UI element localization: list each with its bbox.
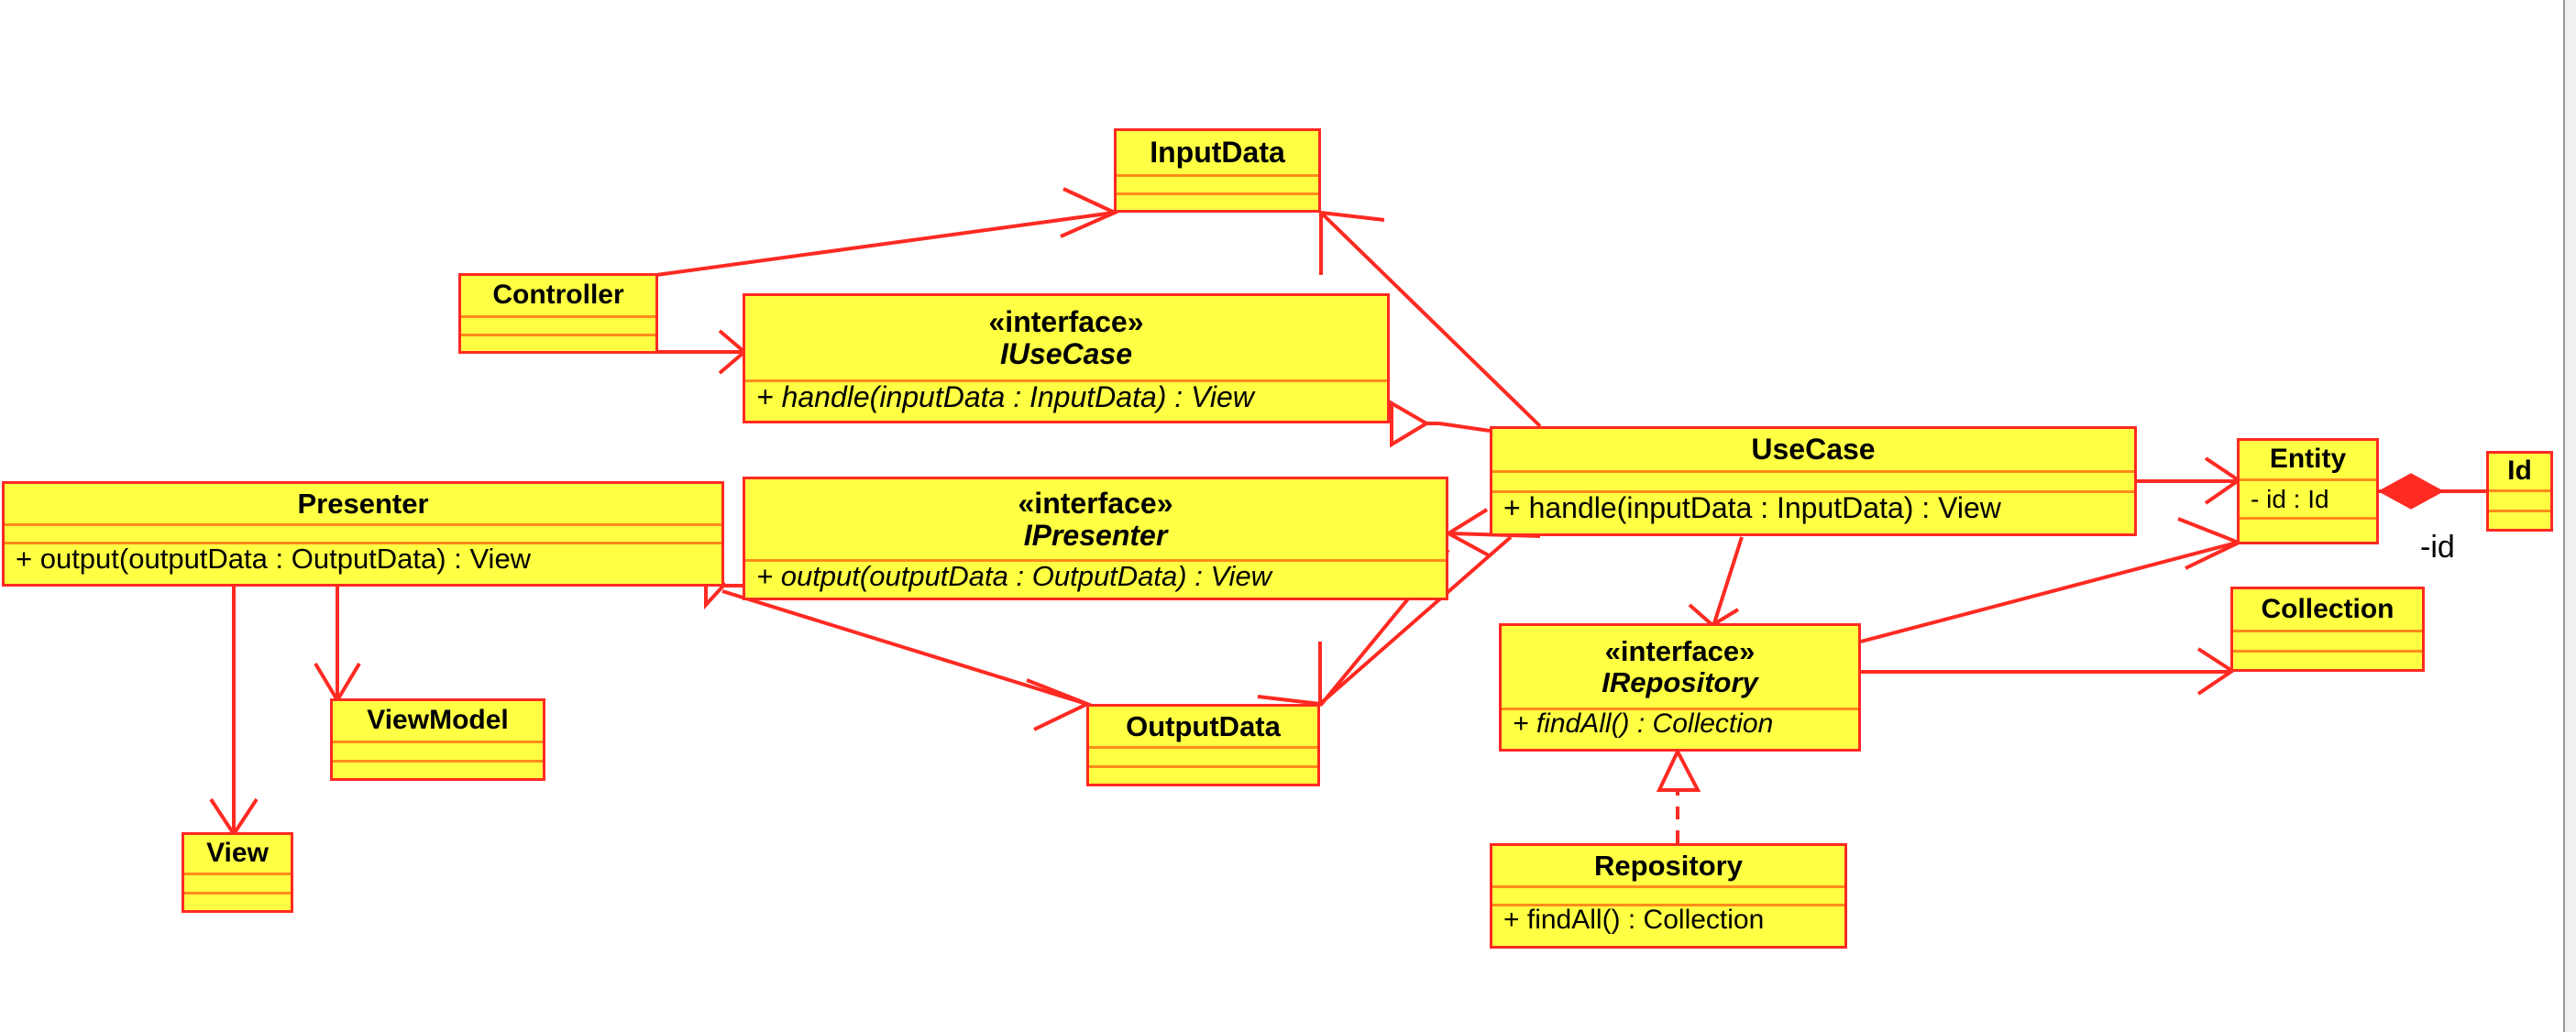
class-node-entity[interactable]: Entity - id : Id	[2237, 438, 2379, 544]
class-node-ipresenter-title: «interface»IPresenter	[745, 479, 1446, 562]
class-node-irepository-title: «interface»IRepository	[1502, 626, 1858, 710]
class-name: ViewModel	[367, 705, 509, 736]
edge-usecase-realizes-iusecase	[1390, 400, 1491, 448]
stereotype-label: «interface»	[1604, 634, 1756, 667]
edge-presenter-to-view	[209, 587, 259, 838]
class-name: View	[206, 838, 269, 869]
edge-irepository-to-entity	[1860, 517, 2243, 643]
class-name: IUseCase	[999, 336, 1133, 370]
class-node-irepository[interactable]: «interface»IRepository+ findAll() : Coll…	[1499, 623, 1861, 752]
class-name: Presenter	[297, 487, 429, 520]
class-node-presenter-title: Presenter	[5, 484, 721, 526]
class-name: IRepository	[1602, 665, 1758, 698]
edge-irepository-to-collection	[1861, 647, 2236, 696]
stereotype-label: «interface»	[988, 304, 1144, 338]
operation-row: + findAll() : Collection	[1513, 708, 1774, 739]
class-node-iusecase-title: «interface»IUseCase	[745, 296, 1387, 382]
class-name: Id	[2507, 456, 2532, 487]
class-node-collection-attributes	[2233, 632, 2422, 653]
edge-presenter-to-viewmodel	[314, 587, 361, 704]
class-node-inputdata-attributes	[1117, 177, 1318, 195]
class-node-repository-attributes	[1492, 888, 1844, 906]
class-name: Entity	[2269, 444, 2347, 475]
class-node-presenter-attributes	[5, 526, 721, 544]
class-node-iusecase-operations: + handle(inputData : InputData) : View	[745, 382, 1387, 412]
class-node-usecase-operations: + handle(inputData : InputData) : View	[1492, 493, 2134, 522]
class-node-viewmodel-title: ViewModel	[333, 701, 543, 743]
edge-label-id-role: -id	[2420, 530, 2455, 565]
right-scroll-rail[interactable]	[2563, 0, 2576, 1032]
operation-row: + handle(inputData : InputData) : View	[1503, 491, 2001, 524]
class-node-id[interactable]: Id	[2486, 451, 2553, 532]
class-node-repository-operations: + findAll() : Collection	[1492, 906, 1844, 934]
attribute-row: - id : Id	[2251, 484, 2329, 513]
class-node-repository-title: Repository	[1492, 846, 1844, 888]
operation-row: + output(outputData : OutputData) : View	[756, 560, 1272, 592]
class-node-ipresenter-operations: + output(outputData : OutputData) : View	[745, 562, 1446, 590]
operation-row: + findAll() : Collection	[1503, 905, 1765, 935]
edge-controller-to-iusecase	[658, 329, 748, 375]
class-name: Controller	[492, 280, 624, 311]
class-node-collection-title: Collection	[2233, 589, 2422, 632]
class-node-viewmodel-attributes	[333, 743, 543, 763]
class-node-collection[interactable]: Collection	[2230, 587, 2425, 672]
class-node-inputdata-title: InputData	[1117, 131, 1318, 177]
class-node-controller[interactable]: Controller	[458, 273, 658, 354]
class-node-viewmodel[interactable]: ViewModel	[330, 698, 545, 781]
class-name: InputData	[1150, 136, 1285, 170]
class-name: OutputData	[1126, 709, 1281, 742]
class-name: UseCase	[1751, 433, 1876, 467]
class-name: Repository	[1594, 849, 1743, 882]
class-node-iusecase[interactable]: «interface»IUseCase+ handle(inputData : …	[743, 293, 1390, 423]
edge-presenter-to-outputdata	[721, 589, 1092, 731]
class-node-usecase-title: UseCase	[1492, 429, 2134, 473]
class-node-ipresenter[interactable]: «interface»IPresenter+ output(outputData…	[743, 477, 1448, 600]
class-node-repository[interactable]: Repository + findAll() : Collection	[1490, 843, 1847, 949]
stereotype-label: «interface»	[1018, 486, 1173, 520]
class-node-inputdata[interactable]: InputData	[1114, 128, 1321, 213]
operation-row: + output(outputData : OutputData) : View	[16, 543, 532, 575]
class-node-presenter-operations: + output(outputData : OutputData) : View	[5, 544, 721, 573]
class-node-controller-title: Controller	[461, 276, 655, 318]
edge-entity-composes-id	[2377, 473, 2486, 510]
class-node-id-title: Id	[2489, 454, 2550, 492]
class-node-irepository-operations: + findAll() : Collection	[1502, 710, 1858, 738]
class-node-presenter[interactable]: Presenter + output(outputData : OutputDat…	[2, 481, 724, 587]
class-node-outputdata-attributes	[1089, 749, 1317, 768]
operation-row: + handle(inputData : InputData) : View	[756, 380, 1254, 413]
class-node-id-attributes	[2489, 492, 2550, 512]
class-name: IPresenter	[1023, 518, 1168, 552]
class-node-view[interactable]: View	[182, 832, 293, 913]
edge-usecase-to-entity	[2137, 456, 2242, 505]
class-node-usecase[interactable]: UseCase + handle(inputData : InputData) :…	[1490, 426, 2137, 536]
class-node-outputdata-title: OutputData	[1089, 707, 1317, 749]
class-node-entity-attributes: - id : Id	[2240, 481, 2376, 520]
edge-controller-to-inputdata	[655, 187, 1119, 277]
class-node-view-attributes	[184, 875, 291, 895]
class-node-usecase-attributes	[1492, 473, 2134, 493]
edge-usecase-to-irepository	[1688, 536, 1744, 628]
class-name: Collection	[2261, 593, 2394, 624]
class-node-view-title: View	[184, 835, 291, 875]
class-node-entity-title: Entity	[2240, 441, 2376, 481]
class-node-controller-attributes	[461, 318, 655, 336]
class-node-outputdata[interactable]: OutputData	[1086, 704, 1320, 786]
edge-repository-realizes-irepository	[1656, 747, 1701, 843]
